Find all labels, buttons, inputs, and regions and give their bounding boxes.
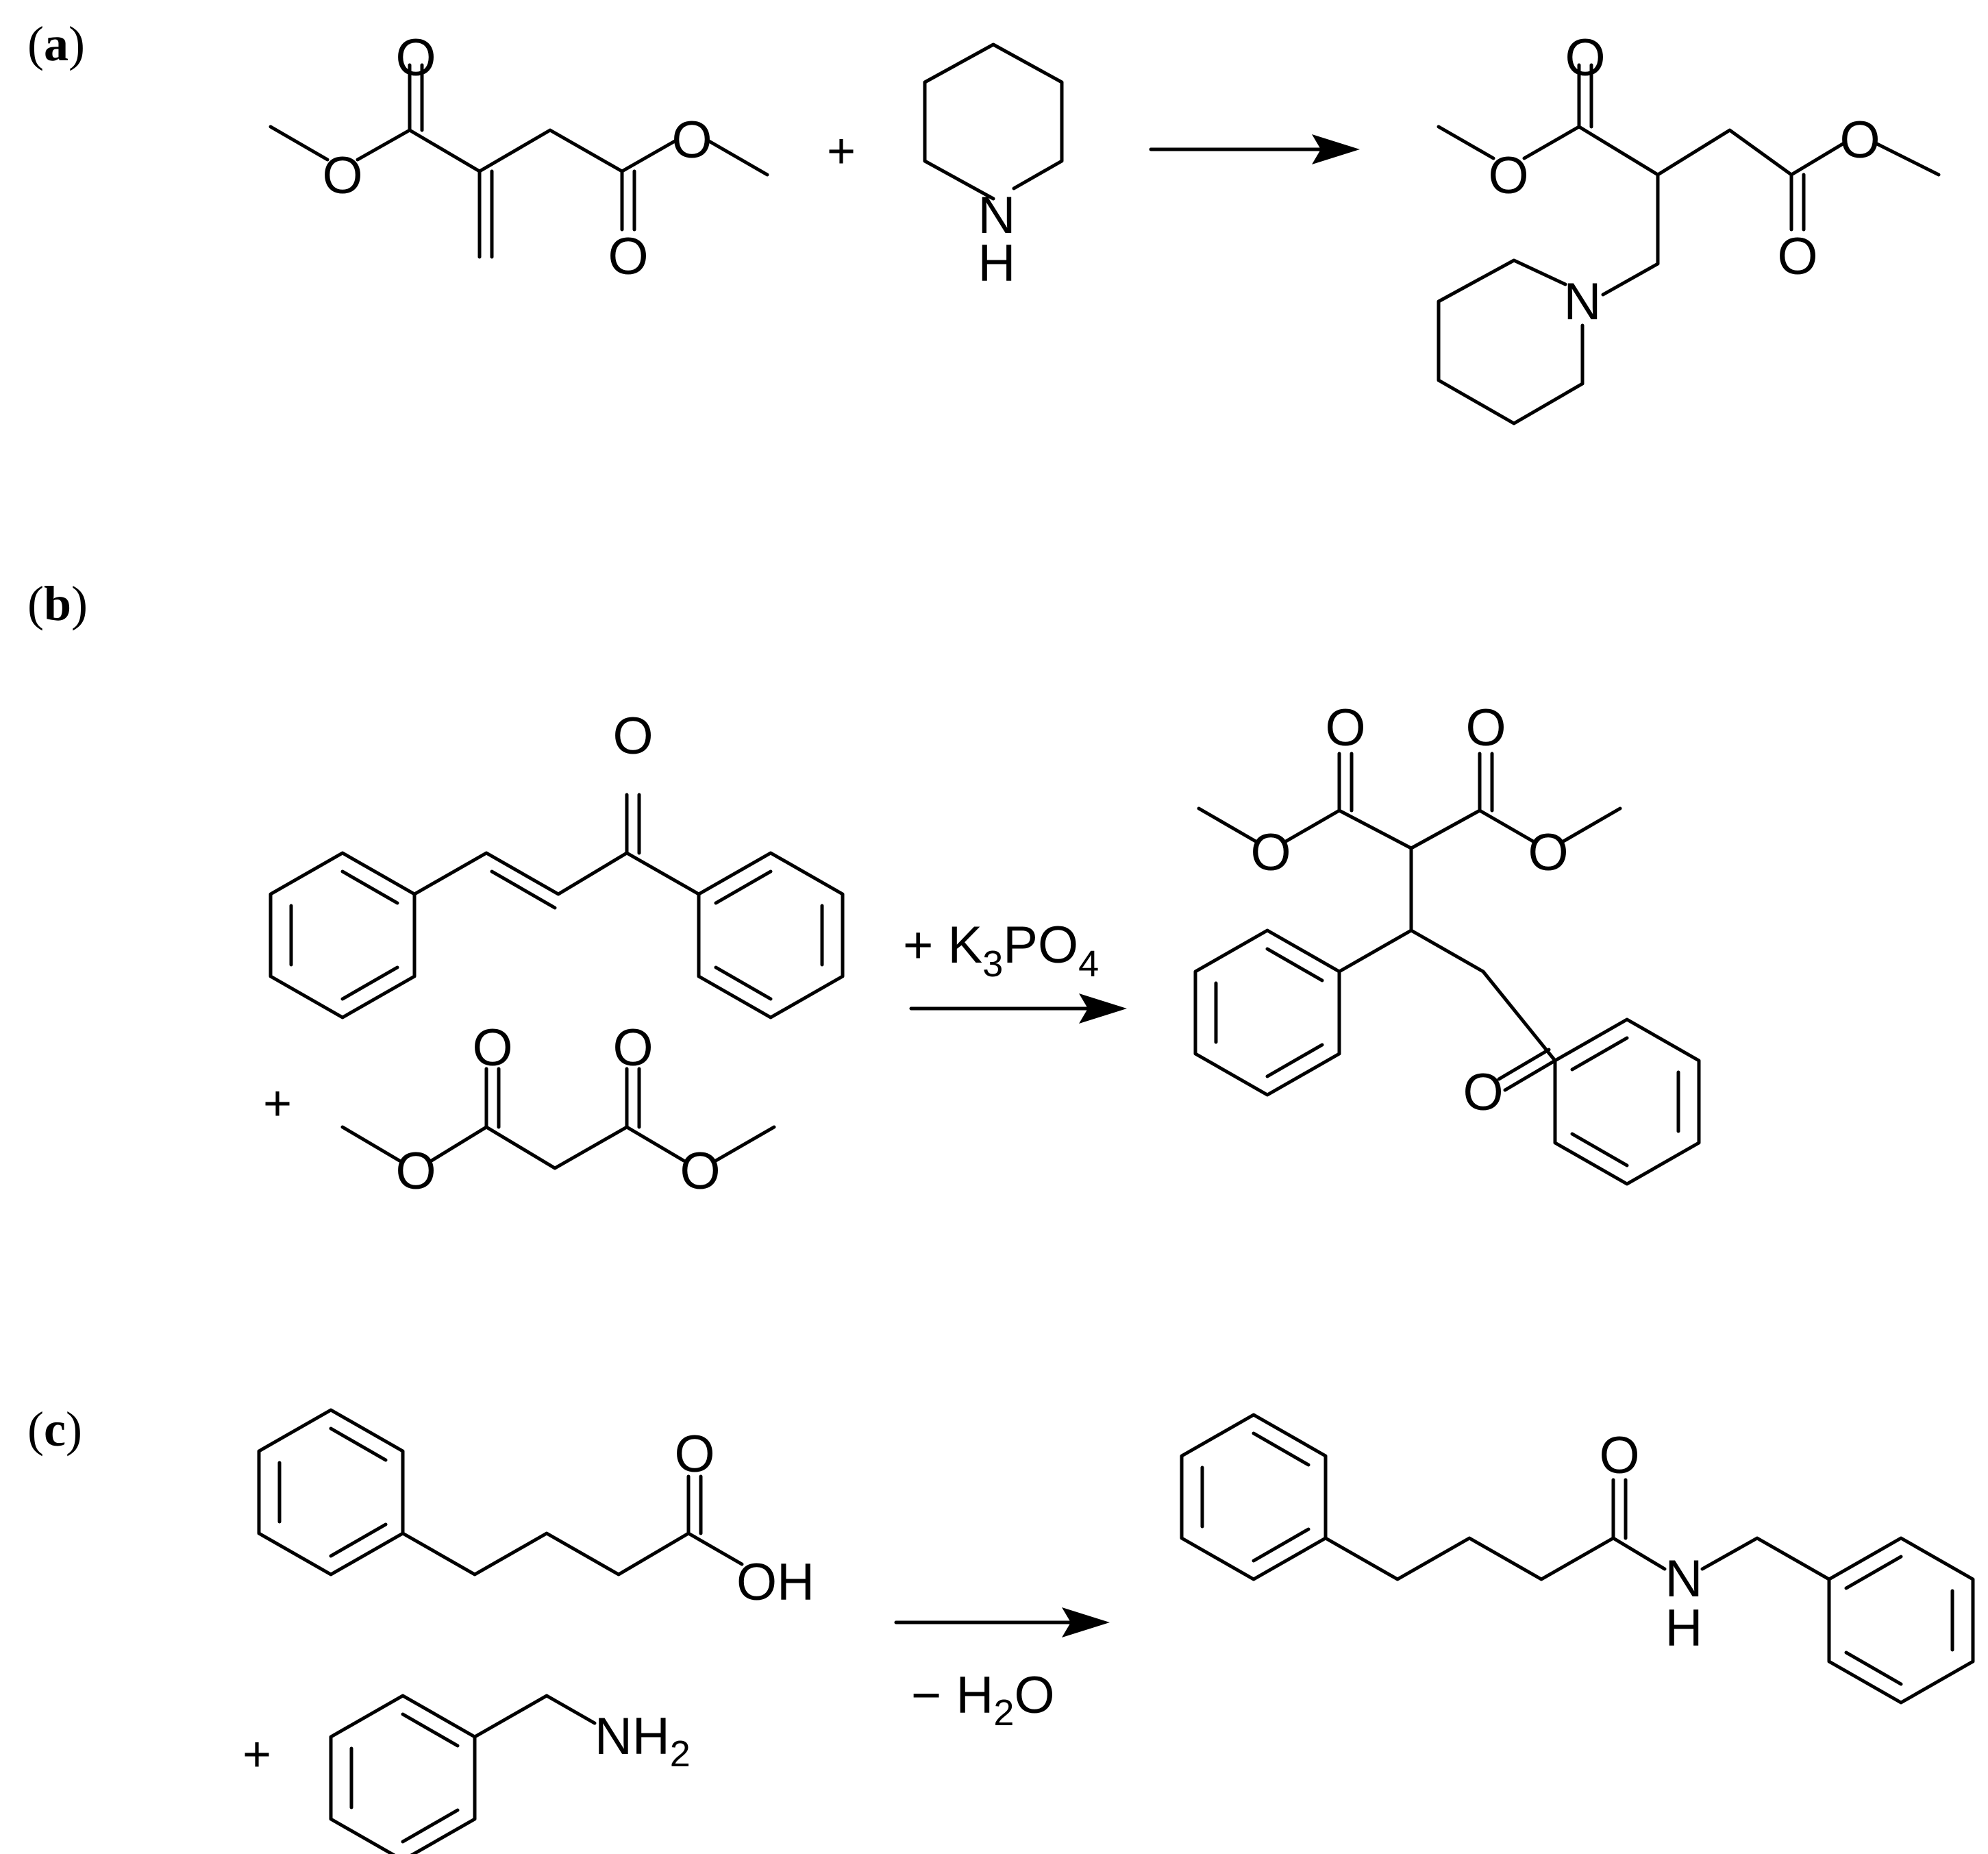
atom-oxygen: O xyxy=(1488,147,1528,205)
atom-oxygen: O xyxy=(1250,824,1291,882)
atom-oxygen: O xyxy=(612,1019,653,1077)
atom-oxygen: O xyxy=(1325,699,1365,757)
atom-oxygen: O xyxy=(674,1425,715,1483)
byproduct-water: − H2O xyxy=(911,1666,1055,1733)
reaction-arrow-a xyxy=(1149,134,1360,164)
atom-hydrogen: H xyxy=(978,234,1016,293)
atom-oxygen: O xyxy=(1777,227,1817,286)
atom-oxygen: O xyxy=(322,147,362,205)
atom-oxygen: O xyxy=(1465,699,1506,757)
atom-oxygen: O xyxy=(612,707,653,765)
hydroxyl-group: OH xyxy=(736,1553,815,1611)
amine-group: NH2 xyxy=(595,1707,691,1775)
atom-oxygen: O xyxy=(671,111,712,169)
atom-oxygen: O xyxy=(395,29,436,87)
reactant-dimethyl-malonate: O O O O xyxy=(340,1019,776,1200)
reactant-chalcone: O xyxy=(269,707,845,1019)
product-piperidinylmethyl-succinate: O O O O N xyxy=(1437,29,1941,425)
atom-oxygen: O xyxy=(395,1142,436,1200)
reaction-arrow-c xyxy=(894,1607,1110,1637)
atom-oxygen: O xyxy=(472,1019,512,1077)
product-michael-adduct: O O O O O xyxy=(1193,699,1701,1186)
atom-nitrogen: N xyxy=(1564,273,1602,331)
reactant-piperidine: N H xyxy=(923,42,1064,293)
reactant-benzylamine: NH2 xyxy=(329,1694,691,1854)
panel-label-a: (a) xyxy=(27,16,85,71)
product-benzyl-phenylbutanamide: O N H xyxy=(1180,1413,1975,1705)
panel-label-c: (c) xyxy=(27,1402,82,1457)
reagent-k3po4: + K3PO4 xyxy=(903,916,1099,985)
atom-hydrogen: H xyxy=(1665,1599,1703,1657)
atom-oxygen: O xyxy=(1565,29,1605,87)
plus-sign: + xyxy=(243,1727,271,1782)
reaction-arrow-b xyxy=(909,993,1127,1024)
reactant-dimethyl-itaconate: O O O O xyxy=(269,29,769,286)
atom-oxygen: O xyxy=(680,1142,720,1200)
atom-oxygen: O xyxy=(608,227,648,286)
plus-sign: + xyxy=(263,1076,292,1131)
atom-nitrogen: N xyxy=(1665,1550,1703,1608)
reactant-phenylbutanoic-acid: O OH xyxy=(257,1408,815,1611)
plus-sign: + xyxy=(827,124,856,179)
panel-label-b: (b) xyxy=(27,576,88,631)
atom-oxygen: O xyxy=(1839,111,1880,169)
atom-oxygen: O xyxy=(1463,1063,1503,1122)
atom-oxygen: O xyxy=(1528,824,1568,882)
atom-oxygen: O xyxy=(1599,1426,1639,1485)
atom-nitrogen: N xyxy=(978,186,1016,245)
